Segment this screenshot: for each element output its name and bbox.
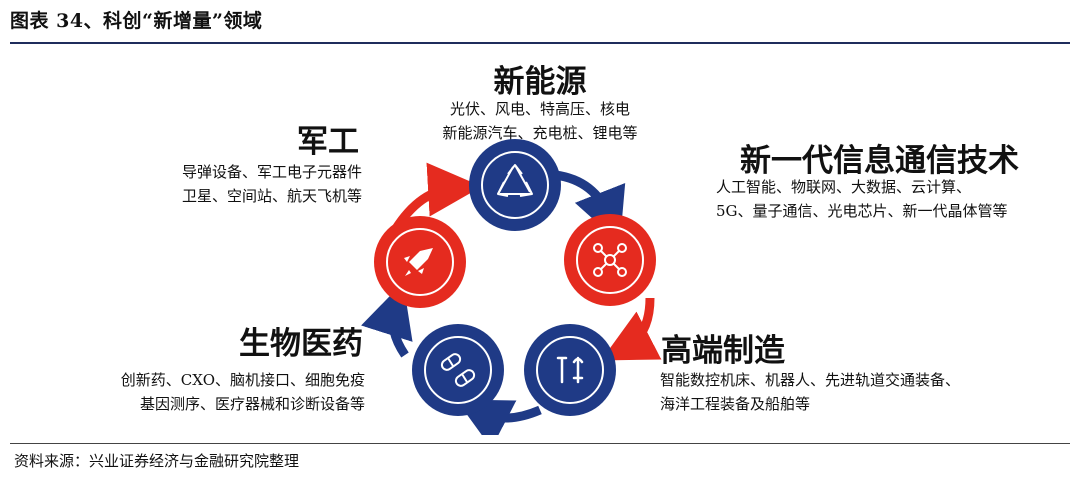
node-manufacturing — [524, 324, 616, 416]
military-heading: 军工 — [297, 124, 359, 160]
arrow-manufacturing-to-biomedicine — [456, 399, 542, 435]
node-military — [374, 216, 466, 308]
footer-rule — [10, 443, 1070, 444]
new-energy-heading: 新能源 — [493, 64, 587, 100]
tools-icon — [556, 356, 584, 384]
network-icon — [593, 243, 627, 277]
manufacturing-line-2: 海洋工程装备及船舶等 — [660, 395, 811, 413]
recycle-icon — [497, 164, 533, 197]
cycle-diagram — [361, 139, 662, 435]
rocket-icon — [404, 248, 433, 276]
manufacturing-line-1: 智能数控机床、机器人、先进轨道交通装备、 — [660, 371, 961, 389]
biomedicine-line-2: 基因测序、医疗器械和诊断设备等 — [139, 395, 365, 413]
manufacturing-heading: 高端制造 — [661, 333, 785, 369]
military-line-2: 卫星、空间站、航天飞机等 — [181, 187, 362, 205]
title-rule — [10, 42, 1070, 44]
node-new-energy — [469, 139, 561, 231]
node-ict — [564, 214, 656, 306]
ict-line-1: 人工智能、物联网、大数据、云计算、 — [716, 178, 972, 196]
arrow-energy-to-ict — [554, 170, 626, 244]
arrow-ict-to-manufacturing — [601, 297, 662, 361]
military-description: 导弹设备、军工电子元器件 卫星、空间站、航天飞机等 — [182, 160, 362, 208]
ict-line-2: 5G、量子通信、光电芯片、新一代晶体管等 — [716, 202, 1008, 220]
biomedicine-heading: 生物医药 — [239, 326, 363, 362]
pills-icon — [440, 353, 476, 387]
biomedicine-line-1: 创新药、CXO、脑机接口、细胞免疫 — [120, 371, 365, 389]
ict-description: 人工智能、物联网、大数据、云计算、 5G、量子通信、光电芯片、新一代晶体管等 — [716, 175, 1008, 223]
node-biomedicine — [412, 324, 504, 416]
figure-title: 图表 34、科创“新增量”领域 — [10, 10, 263, 32]
military-line-1: 导弹设备、军工电子元器件 — [181, 163, 362, 181]
biomedicine-description: 创新药、CXO、脑机接口、细胞免疫 基因测序、医疗器械和诊断设备等 — [121, 368, 365, 416]
ict-heading: 新一代信息通信技术 — [740, 143, 1019, 179]
new-energy-description: 光伏、风电、特高压、核电 新能源汽车、充电桩、锂电等 — [0, 97, 1080, 145]
source-note: 资料来源：兴业证券经济与金融研究院整理 — [14, 452, 300, 470]
new-energy-line-2: 新能源汽车、充电桩、锂电等 — [442, 124, 638, 142]
arrow-biomedicine-to-military — [361, 282, 413, 358]
new-energy-line-1: 光伏、风电、特高压、核电 — [449, 100, 630, 118]
manufacturing-description: 智能数控机床、机器人、先进轨道交通装备、 海洋工程装备及船舶等 — [660, 368, 960, 416]
